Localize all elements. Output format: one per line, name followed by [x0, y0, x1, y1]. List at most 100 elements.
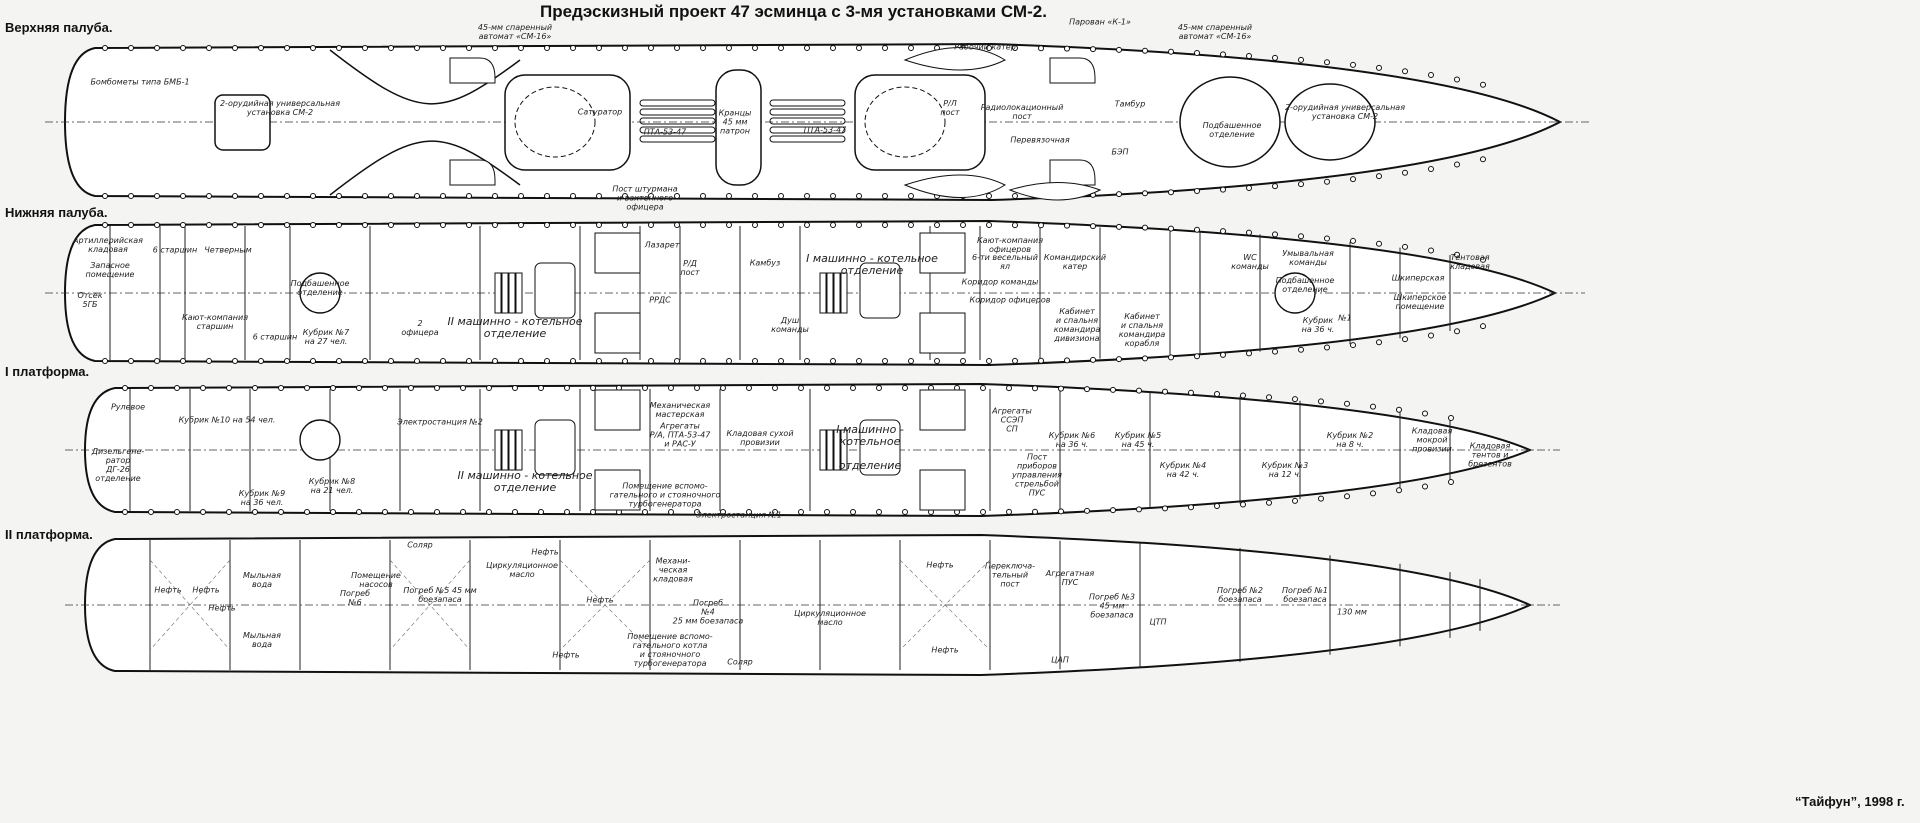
drawing-title: Предэскизный проект 47 эсминца с 3-мя ус… [540, 2, 1047, 21]
compartment-label: Запасное помещение [85, 261, 135, 279]
porthole [564, 385, 570, 391]
porthole [1324, 178, 1330, 185]
porthole [648, 358, 654, 364]
porthole [128, 222, 134, 228]
porthole [232, 193, 238, 199]
porthole [388, 358, 394, 364]
compartment-label: Нефть [531, 547, 559, 557]
compartment-label: 6-ти весельный ял [972, 253, 1038, 271]
compartment-label: Р/Д пост [680, 259, 700, 277]
compartment-label: Коридор команды [961, 277, 1039, 287]
porthole [1006, 385, 1012, 392]
porthole [674, 222, 680, 228]
porthole [642, 385, 648, 391]
porthole [1454, 76, 1460, 83]
boiler-unit [919, 469, 966, 511]
porthole [1376, 173, 1382, 180]
porthole [1428, 165, 1434, 172]
porthole [382, 385, 388, 391]
porthole [668, 509, 674, 515]
porthole [1136, 506, 1142, 513]
porthole [440, 45, 446, 51]
porthole [362, 358, 368, 364]
porthole [908, 193, 914, 199]
porthole [200, 509, 206, 515]
porthole [1480, 256, 1486, 263]
porthole [1168, 48, 1174, 55]
porthole [278, 509, 284, 515]
porthole [824, 385, 830, 391]
porthole [1012, 357, 1018, 364]
porthole [492, 45, 498, 51]
compartment-label: 6 старшин [152, 245, 198, 255]
turret-base [1284, 83, 1376, 161]
porthole [648, 222, 654, 228]
porthole [1402, 336, 1408, 343]
porthole [1324, 344, 1330, 351]
porthole [902, 385, 908, 391]
porthole [252, 385, 258, 391]
porthole [1324, 59, 1330, 66]
porthole [1350, 342, 1356, 349]
porthole [1402, 243, 1408, 250]
porthole [1396, 406, 1402, 413]
porthole [1038, 45, 1044, 52]
porthole [1246, 229, 1252, 236]
porthole [492, 358, 498, 364]
porthole [720, 509, 726, 515]
porthole [1064, 222, 1070, 229]
compartment-label: Нефть [154, 585, 182, 595]
boiler-unit [501, 429, 509, 471]
boiler-unit [515, 272, 523, 314]
porthole [1194, 49, 1200, 56]
compartment-label: WC команды [1231, 253, 1269, 271]
porthole [466, 45, 472, 51]
porthole [330, 385, 336, 391]
compartment-label: 45-мм спаренный автомат «СМ-16» [477, 23, 553, 41]
boiler-unit [819, 429, 827, 471]
compartment-label: Нефть [192, 585, 220, 595]
porthole [310, 222, 316, 228]
compartment-label: Кабинет и спальня командира корабля [1118, 312, 1166, 348]
porthole [1168, 189, 1174, 196]
porthole [122, 385, 128, 391]
porthole [362, 222, 368, 228]
barbette-ring [1274, 272, 1316, 314]
boiler-unit [515, 429, 523, 471]
porthole [1194, 188, 1200, 195]
porthole [102, 222, 108, 228]
twin-gun-mount [1049, 57, 1096, 84]
porthole [128, 358, 134, 364]
porthole [226, 385, 232, 391]
porthole [1188, 389, 1194, 396]
porthole [206, 193, 212, 199]
turret-ring [864, 86, 946, 158]
compartment-label: Тамбур [1114, 99, 1146, 109]
porthole [1422, 483, 1428, 490]
porthole [1344, 400, 1350, 407]
compartment-label: Нефть [552, 650, 580, 660]
porthole [908, 358, 914, 364]
compartment-label: Р/Л пост [940, 99, 960, 117]
porthole [128, 45, 134, 51]
compartment-label: ЦТП [1149, 617, 1167, 627]
porthole [1032, 508, 1038, 515]
porthole [1376, 240, 1382, 247]
compartment-label: Рулевое [110, 402, 146, 412]
porthole [1272, 183, 1278, 190]
compartment-label: Электростанция №2 [397, 417, 483, 427]
porthole [180, 45, 186, 51]
porthole [1350, 61, 1356, 68]
porthole [622, 45, 628, 51]
compartment-label: Умывальная команды [1282, 249, 1334, 267]
porthole [356, 385, 362, 391]
porthole [746, 385, 752, 391]
tank-bracing [899, 559, 991, 651]
porthole [1298, 346, 1304, 353]
porthole [850, 385, 856, 391]
porthole [648, 193, 654, 199]
compartment-label: Командирский катер [1043, 253, 1107, 271]
porthole [336, 358, 342, 364]
porthole [414, 222, 420, 228]
boiler-unit [494, 429, 502, 471]
